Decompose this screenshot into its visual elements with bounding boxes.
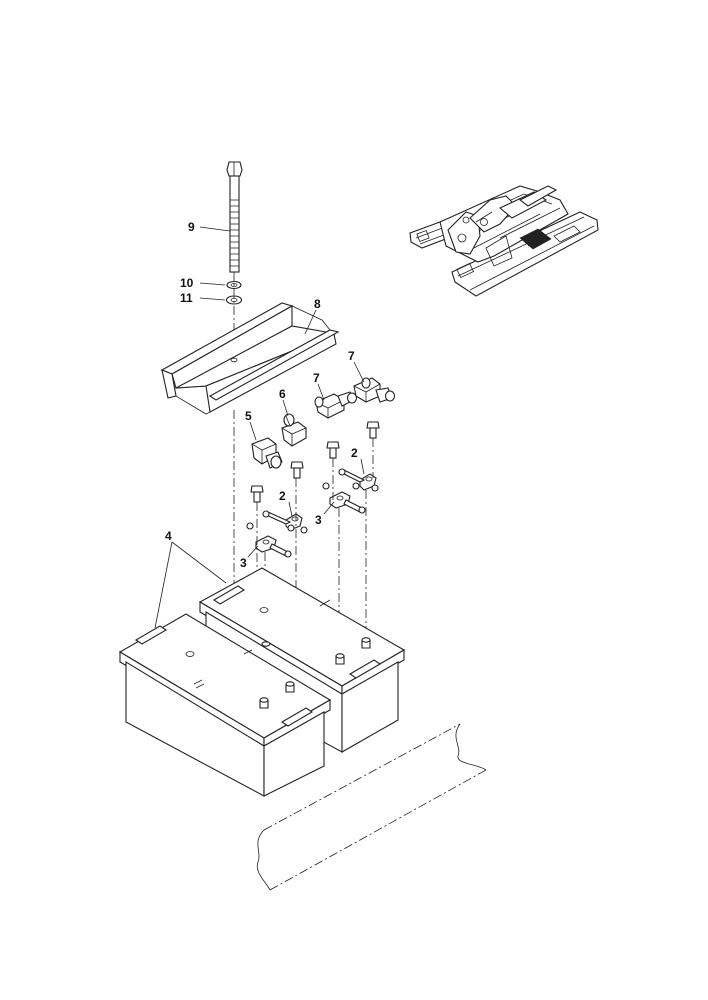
tie-rod-bolt <box>226 161 243 273</box>
bolt-left-2 <box>290 461 304 479</box>
callout-2-left: 2 <box>279 489 286 503</box>
callout-11: 11 <box>180 291 193 305</box>
callout-7-upper: 7 <box>348 349 355 363</box>
callout-7-lower: 7 <box>313 371 320 385</box>
machine-locator-view <box>409 185 599 297</box>
callout-6: 6 <box>279 387 286 401</box>
battery-hold-down-bracket <box>160 302 340 415</box>
terminal-clamp-left-3 <box>246 522 292 558</box>
terminal-clamp-left-2 <box>262 510 308 534</box>
callout-2-right: 2 <box>351 446 358 460</box>
terminal-cover-7a <box>314 391 358 419</box>
floor-break-lines <box>256 723 487 891</box>
callout-9: 9 <box>188 220 195 234</box>
callout-8: 8 <box>314 297 321 311</box>
callout-labels: 9 10 11 8 7 7 6 5 2 2 3 4 3 <box>165 220 358 570</box>
terminal-clamp-right-2 <box>338 468 379 492</box>
callout-10: 10 <box>180 276 194 290</box>
callout-leaders <box>154 226 365 629</box>
callout-4: 4 <box>165 529 172 543</box>
callout-3-right: 3 <box>315 513 322 527</box>
terminal-cover-5 <box>251 437 283 469</box>
battery-front <box>118 613 332 797</box>
bolt-right-2 <box>366 421 380 439</box>
bolt-right-1 <box>326 441 340 459</box>
callout-3-left: 3 <box>240 556 247 570</box>
terminal-clamp-right-3 <box>322 482 366 514</box>
callout-5: 5 <box>245 409 252 423</box>
bolt-left-1 <box>250 485 264 503</box>
battery-location-marker <box>519 228 552 250</box>
terminal-cover-6 <box>281 413 307 447</box>
terminal-cover-7b <box>353 377 396 403</box>
